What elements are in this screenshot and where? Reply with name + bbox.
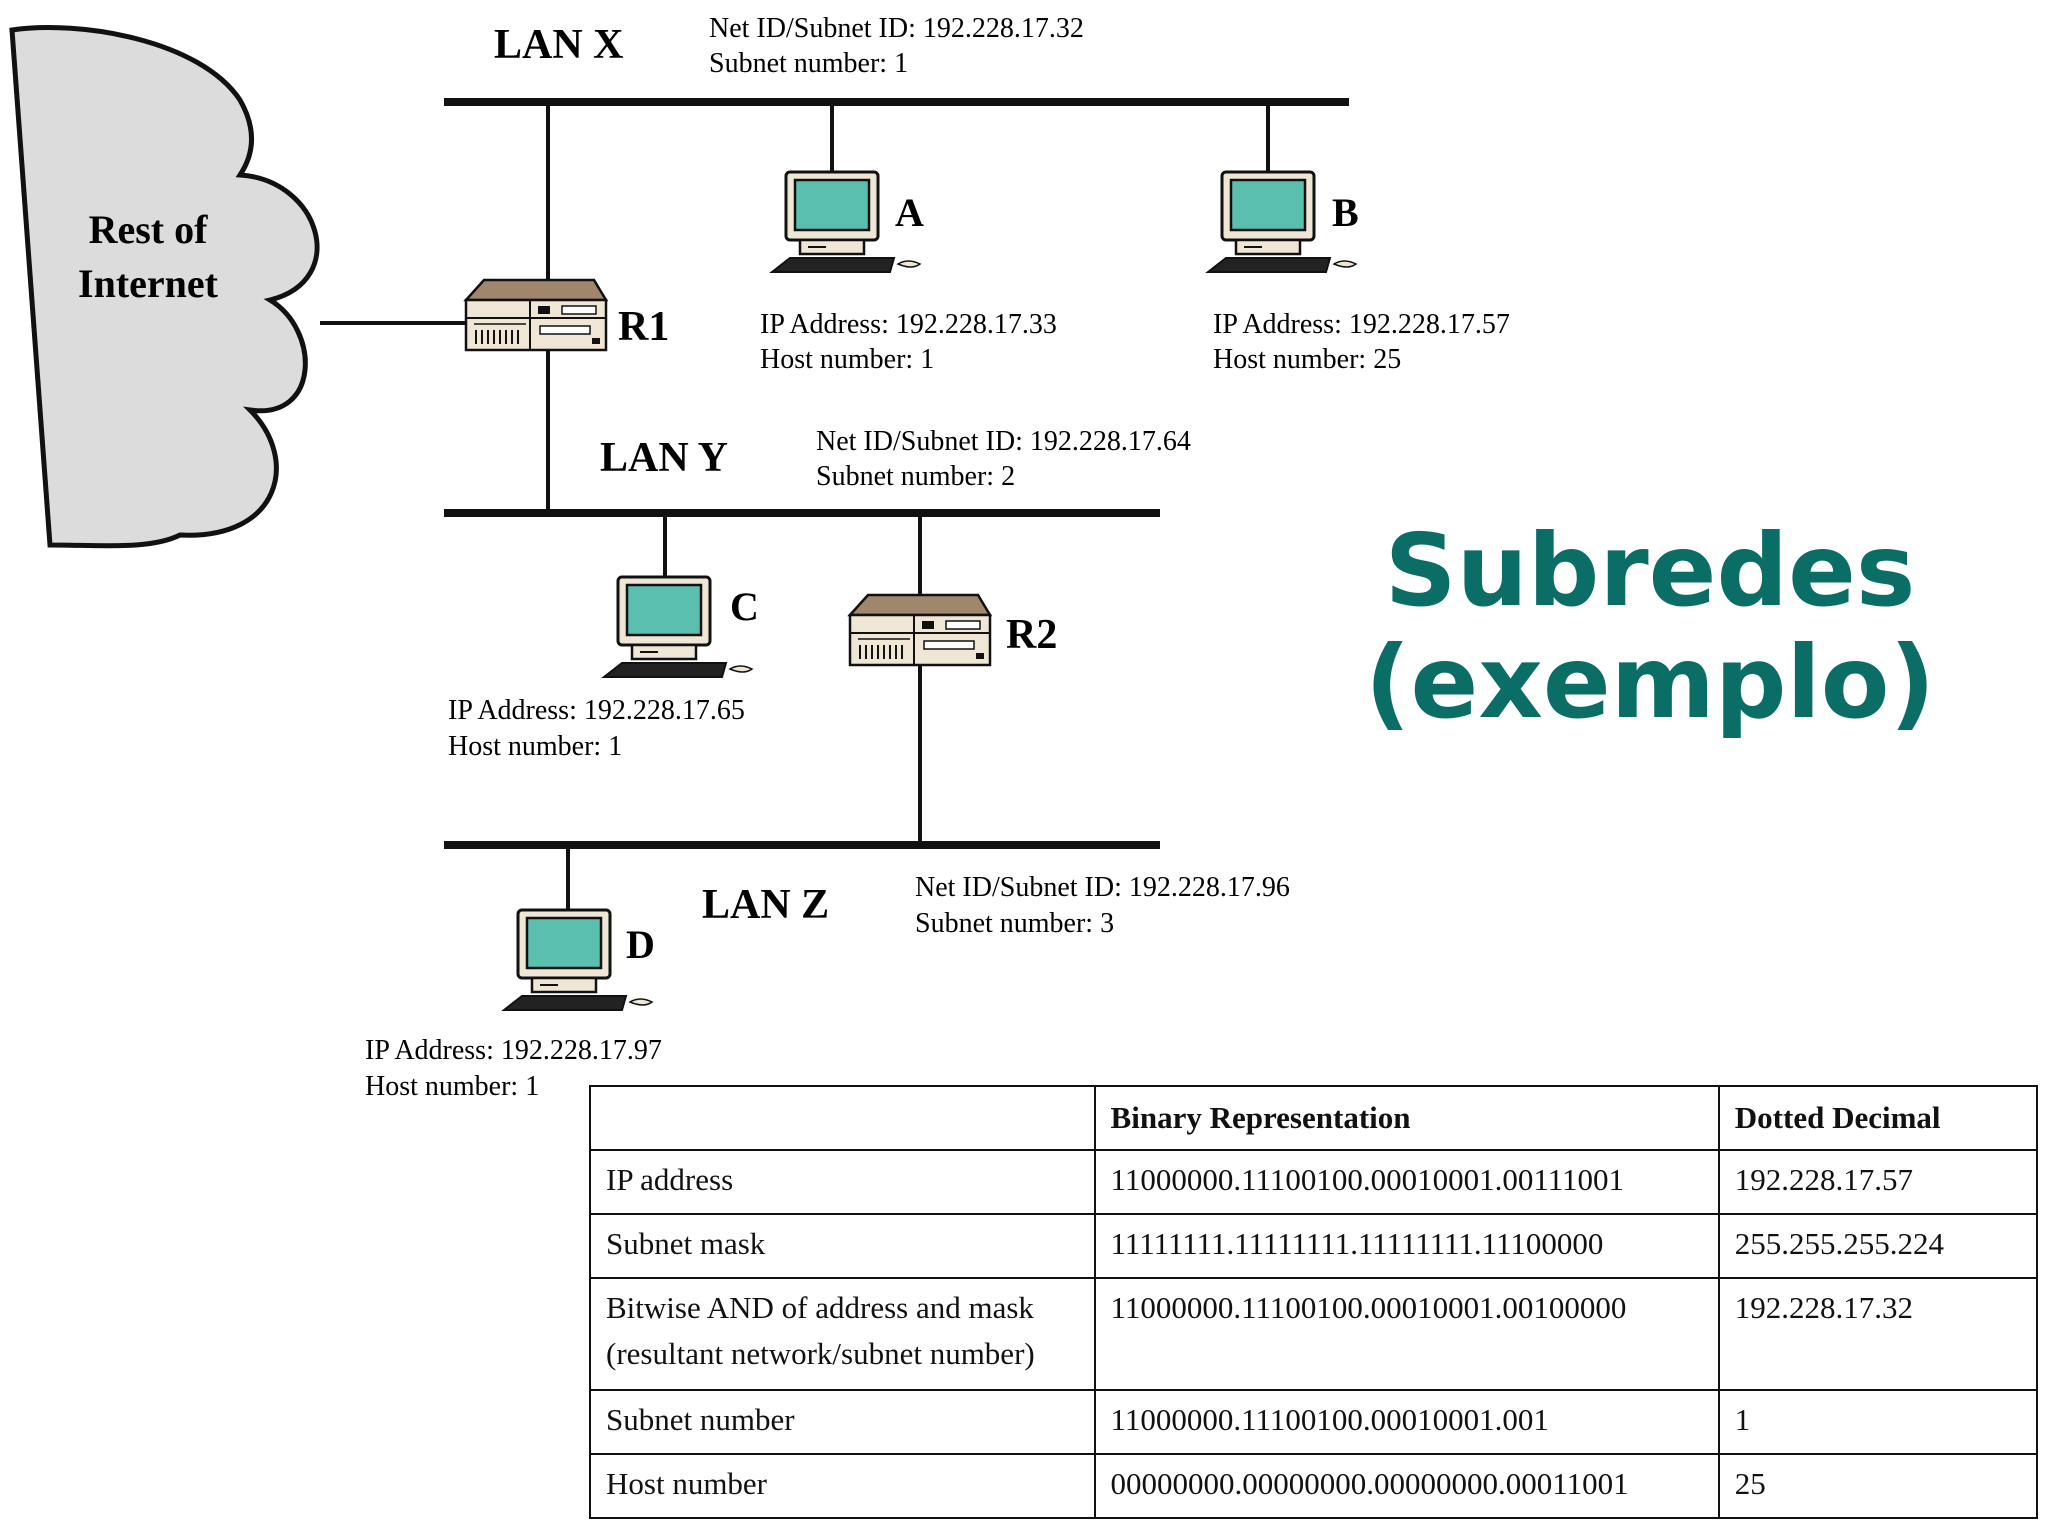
lan-x-name: LAN X bbox=[494, 22, 624, 68]
router-r2-label: R2 bbox=[1006, 612, 1057, 658]
lan-x-net-id: Net ID/Subnet ID: 192.228.17.32 bbox=[709, 13, 1084, 44]
host-a-number: Host number: 1 bbox=[760, 344, 934, 375]
host-b-ip: IP Address: 192.228.17.57 bbox=[1213, 309, 1510, 340]
subnet-calculation-table: Binary Representation Dotted Decimal IP … bbox=[589, 1085, 2039, 1519]
row-binary: 00000000.00000000.00000000.00011001 bbox=[1093, 1453, 1720, 1519]
row-label-line1: Bitwise AND of address and mask bbox=[606, 1290, 1034, 1325]
host-c-number: Host number: 1 bbox=[448, 731, 622, 762]
lan-y-net-id: Net ID/Subnet ID: 192.228.17.64 bbox=[816, 426, 1191, 457]
table-row: IP address 11000000.11100100.00010001.00… bbox=[589, 1149, 2039, 1215]
host-d-ip: IP Address: 192.228.17.97 bbox=[365, 1035, 662, 1066]
row-dotted: 255.255.255.224 bbox=[1717, 1213, 2039, 1279]
row-binary: 11111111.11111111.11111111.11100000 bbox=[1093, 1213, 1720, 1279]
host-a-ip: IP Address: 192.228.17.33 bbox=[760, 309, 1057, 340]
row-label: Host number bbox=[589, 1453, 1096, 1519]
slide-title: Subredes (exemplo) bbox=[1320, 515, 1980, 739]
host-b-number: Host number: 25 bbox=[1213, 344, 1401, 375]
router-r1-label: R1 bbox=[618, 304, 669, 350]
table-header-binary: Binary Representation bbox=[1093, 1085, 1720, 1151]
row-dotted: 25 bbox=[1717, 1453, 2039, 1519]
row-label: IP address bbox=[589, 1149, 1096, 1215]
cloud-label-line2: Internet bbox=[78, 261, 219, 306]
slide-title-line2: (exemplo) bbox=[1364, 624, 1936, 741]
row-label-line2: (resultant network/subnet number) bbox=[606, 1336, 1035, 1371]
table-row: Bitwise AND of address and mask (resulta… bbox=[589, 1277, 2039, 1391]
table-header-dotted: Dotted Decimal bbox=[1717, 1085, 2039, 1151]
row-label: Subnet mask bbox=[589, 1213, 1096, 1279]
cloud-label-line1: Rest of bbox=[89, 207, 209, 252]
table-row: Subnet number 11000000.11100100.00010001… bbox=[589, 1389, 2039, 1455]
internet-cloud bbox=[9, 25, 320, 549]
row-binary: 11000000.11100100.00010001.00111001 bbox=[1093, 1149, 1720, 1215]
host-c-ip: IP Address: 192.228.17.65 bbox=[448, 695, 745, 726]
table-header-empty bbox=[589, 1085, 1096, 1151]
router-r1-icon bbox=[464, 278, 608, 352]
row-dotted: 1 bbox=[1717, 1389, 2039, 1455]
router-r2-icon bbox=[848, 593, 992, 667]
lan-y-subnet: Subnet number: 2 bbox=[816, 461, 1015, 492]
row-label: Subnet number bbox=[589, 1389, 1096, 1455]
lan-y-name: LAN Y bbox=[600, 435, 728, 481]
host-d-number: Host number: 1 bbox=[365, 1071, 539, 1102]
host-a-label: A bbox=[895, 190, 924, 235]
lan-z-subnet: Subnet number: 3 bbox=[915, 908, 1114, 939]
table-header-row: Binary Representation Dotted Decimal bbox=[589, 1085, 2039, 1151]
lan-z-net-id: Net ID/Subnet ID: 192.228.17.96 bbox=[915, 872, 1290, 903]
slide-title-line1: Subredes bbox=[1384, 512, 1916, 629]
host-b-label: B bbox=[1332, 190, 1359, 235]
host-d-label: D bbox=[626, 922, 655, 967]
row-dotted: 192.228.17.57 bbox=[1717, 1149, 2039, 1215]
host-c-label: C bbox=[730, 584, 759, 629]
table-row: Subnet mask 11111111.11111111.11111111.1… bbox=[589, 1213, 2039, 1279]
lan-z-name: LAN Z bbox=[702, 882, 829, 928]
lan-x-subnet: Subnet number: 1 bbox=[709, 48, 908, 79]
row-binary: 11000000.11100100.00010001.00100000 bbox=[1093, 1277, 1720, 1391]
row-label: Bitwise AND of address and mask (resulta… bbox=[589, 1277, 1096, 1391]
row-binary: 11000000.11100100.00010001.001 bbox=[1093, 1389, 1720, 1455]
row-dotted: 192.228.17.32 bbox=[1717, 1277, 2039, 1391]
table-row: Host number 00000000.00000000.00000000.0… bbox=[589, 1453, 2039, 1519]
